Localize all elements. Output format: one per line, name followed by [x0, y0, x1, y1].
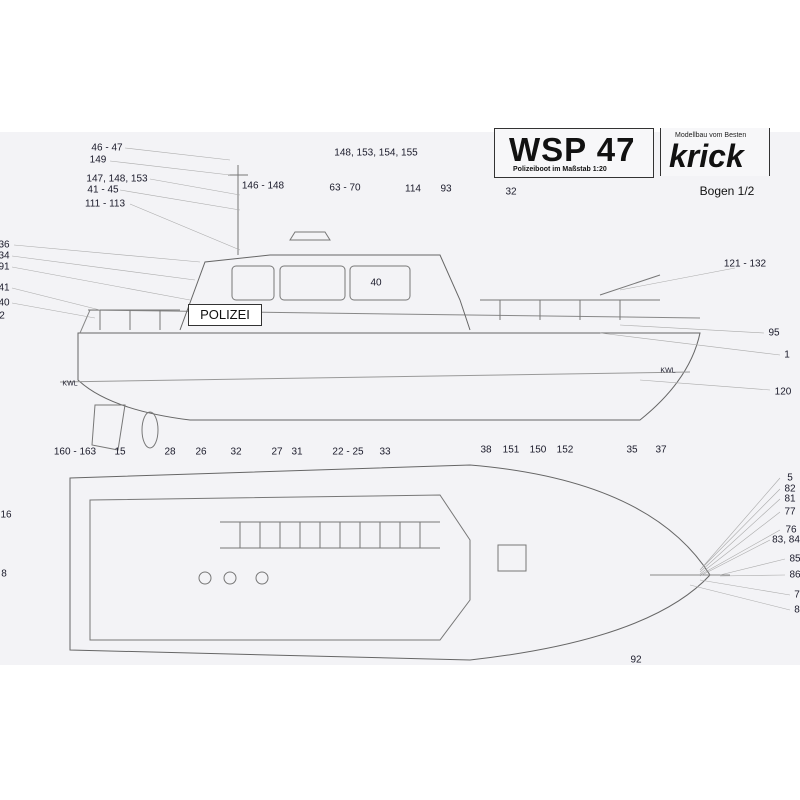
radar [289, 231, 331, 241]
plan-title: WSP 47 [509, 131, 636, 168]
part-label: 41 [0, 282, 10, 294]
part-label: 92 [630, 654, 642, 666]
part-label: 22 - 25 [332, 446, 364, 458]
deck-top [89, 494, 471, 641]
plan-subtitle: Polizeiboot im Maßstab 1:20 [513, 166, 607, 173]
propeller [141, 411, 159, 449]
part-label: 160 - 163 [53, 446, 97, 458]
part-label: 32 [230, 446, 242, 458]
part-label: 146 - 148 [241, 180, 285, 192]
cabin [179, 254, 471, 331]
window-2 [279, 265, 346, 301]
brand-logo: Modellbau vom Besten krick [660, 128, 770, 176]
part-label: 120 [774, 386, 792, 398]
part-label: 114 [405, 183, 421, 195]
part-label: 15 [114, 446, 126, 458]
part-label: 8 [1, 568, 7, 580]
part-label: 95 [768, 327, 780, 339]
part-label: 8 [794, 604, 800, 616]
gun [599, 274, 661, 296]
part-label: 82 [784, 483, 796, 495]
part-label: 40 [0, 297, 10, 309]
part-label: 28 [164, 446, 176, 458]
part-label: 86 [789, 569, 800, 581]
part-label: 63 - 70 [329, 182, 361, 194]
part-label: 81 [784, 493, 796, 505]
brand-name: krick [669, 138, 744, 174]
title-block: WSP 47 Polizeiboot im Maßstab 1:20 [494, 128, 654, 178]
aft-railing [88, 309, 180, 330]
ladder [220, 521, 440, 549]
part-label: 5 [787, 472, 793, 484]
hatch [497, 544, 527, 572]
sheet-number: Bogen 1/2 [699, 184, 755, 198]
part-label: 37 [655, 444, 667, 456]
brand-tagline: Modellbau vom Besten [675, 132, 747, 139]
part-label: 26 [195, 446, 207, 458]
part-label: 93 [440, 183, 452, 195]
part-label: 32 [505, 186, 517, 198]
part-label: 147, 148, 153 [86, 173, 148, 185]
part-label: 152 [556, 444, 574, 456]
part-label: 76 [785, 524, 797, 536]
boat-marking: POLIZEI [188, 304, 262, 326]
part-label: 150 [529, 444, 547, 456]
part-label: 34 [0, 250, 10, 262]
part-label: 148, 153, 154, 155 [334, 147, 418, 159]
waterline-label: KWL [660, 367, 676, 375]
deck-line [79, 309, 701, 334]
part-label: 2 [0, 310, 5, 322]
fore-railing [480, 299, 660, 320]
part-label: 111 - 113 [84, 198, 126, 210]
part-label: 151 [502, 444, 520, 456]
part-label: 85 [789, 553, 800, 565]
part-label: 7 [794, 589, 800, 601]
waterline [59, 371, 691, 383]
part-label: 91 [0, 261, 10, 273]
part-label: 38 [480, 444, 492, 456]
window-1 [231, 265, 275, 301]
part-label: 121 - 132 [723, 258, 767, 270]
leader-lines [11, 147, 791, 611]
part-label: 77 [784, 506, 796, 518]
part-label: 36 [0, 239, 10, 251]
part-label: 27 [271, 446, 283, 458]
hull-side [77, 332, 701, 421]
rudder [91, 404, 126, 451]
mast [228, 165, 248, 255]
window-3 [349, 265, 411, 301]
hull-top [69, 464, 711, 661]
part-label: 16 [0, 509, 12, 521]
part-label: 83, 84 [772, 534, 800, 546]
part-label: 41 - 45 [87, 184, 119, 196]
plan-sheet [0, 132, 800, 665]
part-label: 33 [379, 446, 391, 458]
part-label: 149 [89, 154, 107, 166]
waterline-label: KWL [62, 380, 78, 388]
part-label: 35 [626, 444, 638, 456]
part-label: 1 [784, 349, 790, 361]
part-label: 31 [291, 446, 303, 458]
part-label: 40 [370, 277, 382, 289]
part-label: 46 - 47 [91, 142, 123, 154]
